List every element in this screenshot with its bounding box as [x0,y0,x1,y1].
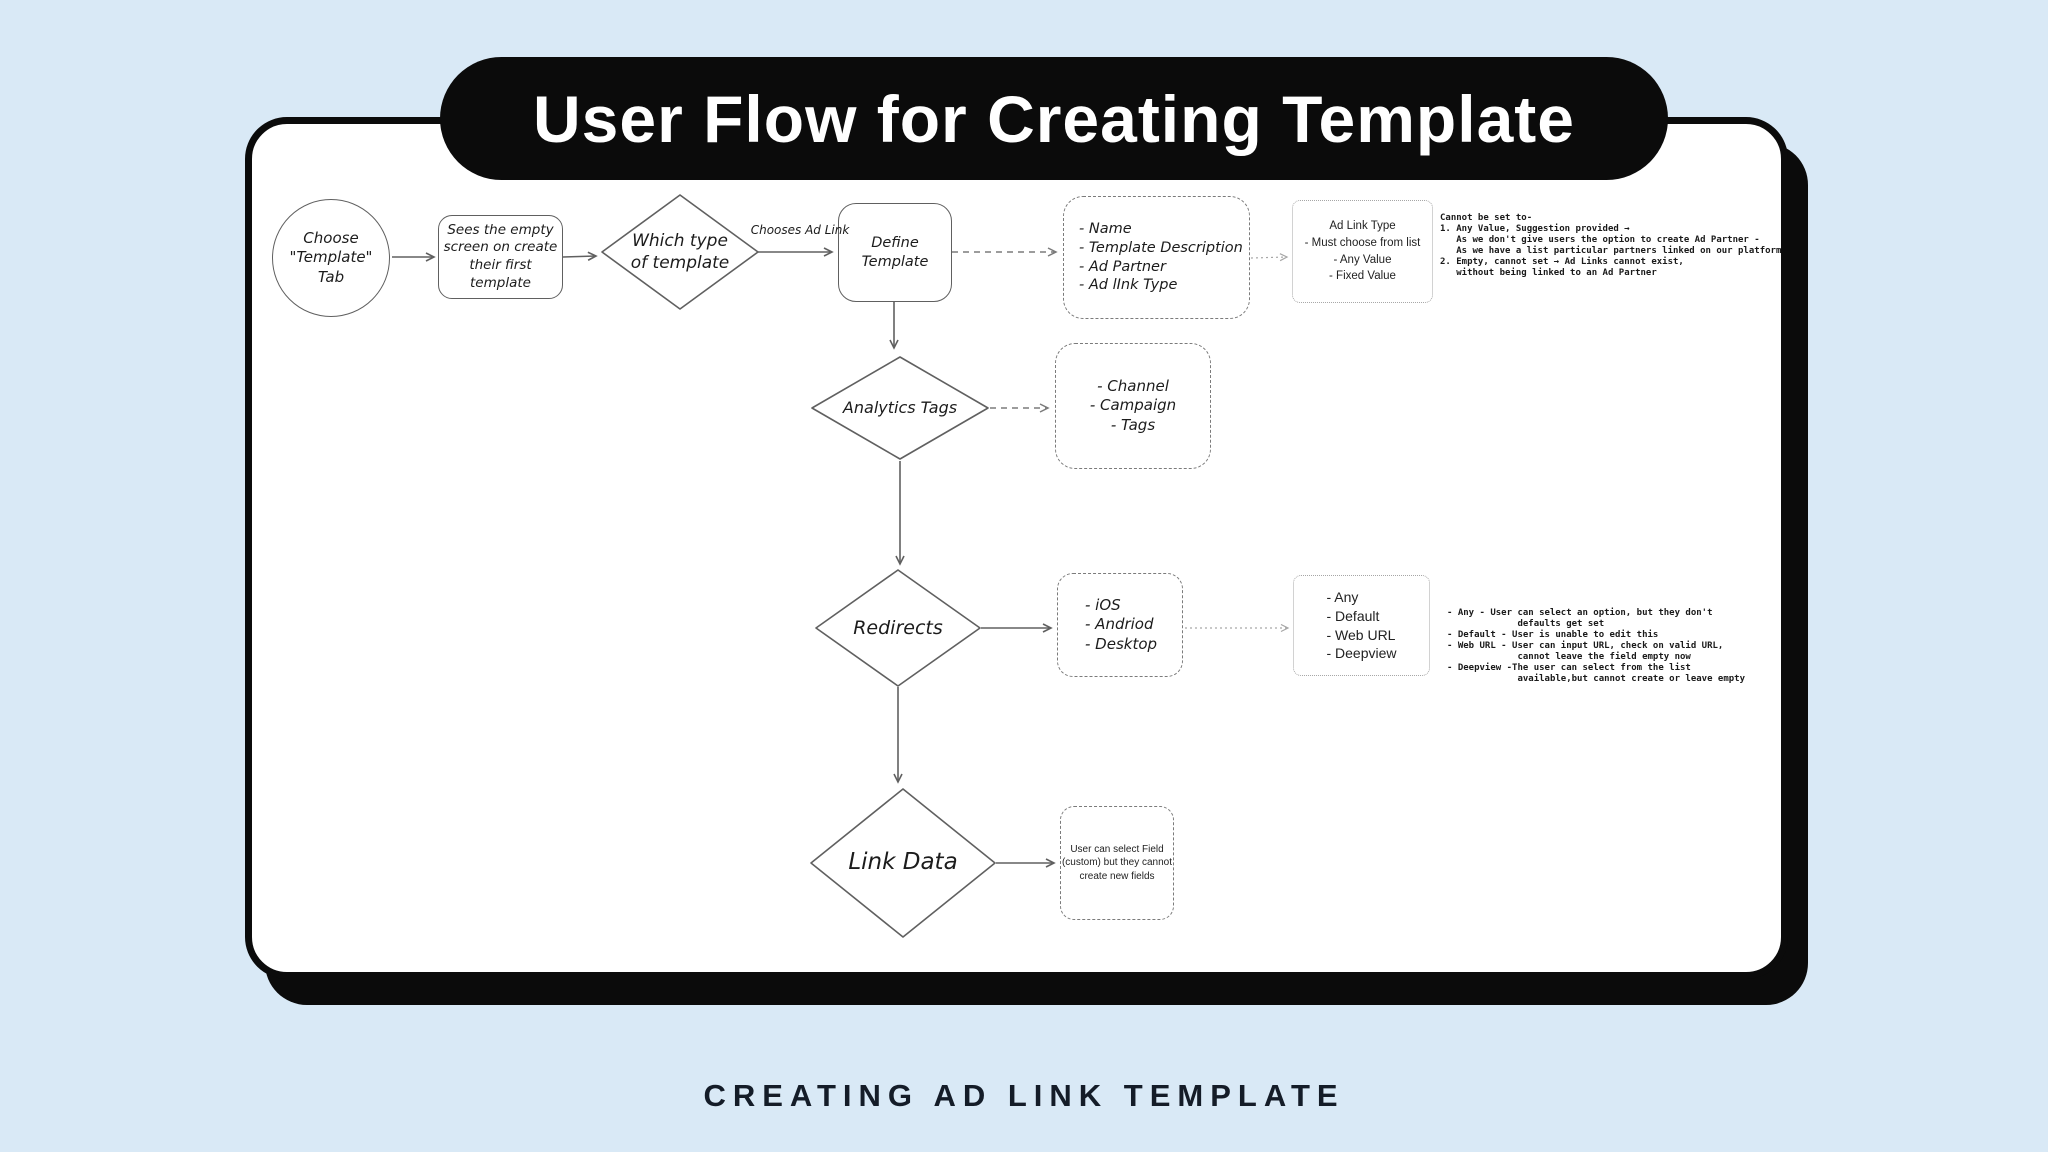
page-title: User Flow for Creating Template [533,81,1575,156]
start-node-label: Choose "Template" Tab [289,228,373,286]
redirect-targets-label: - iOS - Andriod - Desktop [1085,595,1158,653]
edge-label-text: Chooses Ad Link [750,223,850,238]
analytics-tags-label: Analytics Tags [842,397,958,417]
link-data-note-label: User can select Field (custom) but they … [1061,843,1173,882]
connector-empty-screen-to-which-type [562,251,598,261]
ad-link-type-node: Ad Link Type - Must choose from list - A… [1292,200,1433,303]
template-fields-label: - Name - Template Description - Ad Partn… [1079,220,1243,294]
empty-screen-node: Sees the empty screen on create their fi… [438,215,563,299]
analytics-fields-node: - Channel - Campaign - Tags [1055,343,1211,469]
redirects-annotation: - Any - User can select an option, but t… [1447,608,1746,684]
which-type-node: Which type of template [600,195,760,309]
redirect-targets-node: - iOS - Andriod - Desktop [1057,573,1183,677]
which-type-label: Which type of template [630,230,730,273]
redirects-node: Redirects [816,570,980,686]
link-data-label: Link Data [848,849,958,876]
connector-fields-to-adlinktype-dotted [1250,257,1287,258]
redirects-diamond-shape [815,569,981,687]
analytics-tags-node: Analytics Tags [812,357,988,459]
bottom-caption: CREATING AD LINK TEMPLATE [703,1078,1345,1113]
define-template-label: Define Template [861,234,929,270]
edge-label-chooses-ad-link: Chooses Ad Link [725,221,875,241]
ad-link-type-annotation: Cannot be set to- 1. Any Value, Suggesti… [1440,213,1782,278]
redirect-options-node: - Any - Default - Web URL - Deepview [1293,575,1430,676]
start-node: Choose "Template" Tab [272,199,390,317]
link-data-node: Link Data [811,789,995,937]
analytics-tags-diamond-shape [811,356,989,460]
which-type-diamond-shape [601,194,759,310]
title-banner: User Flow for Creating Template [440,57,1668,180]
redirects-label: Redirects [853,616,943,639]
template-fields-node: - Name - Template Description - Ad Partn… [1063,196,1250,319]
link-data-note-node: User can select Field (custom) but they … [1060,806,1174,920]
link-data-diamond-shape [810,788,996,938]
define-template-node: Define Template [838,203,952,302]
analytics-fields-label: - Channel - Campaign - Tags [1089,376,1177,434]
ad-link-type-label: Ad Link Type - Must choose from list - A… [1304,220,1421,283]
redirect-options-label: - Any - Default - Web URL - Deepview [1326,588,1397,662]
empty-screen-label: Sees the empty screen on create their fi… [443,221,558,291]
